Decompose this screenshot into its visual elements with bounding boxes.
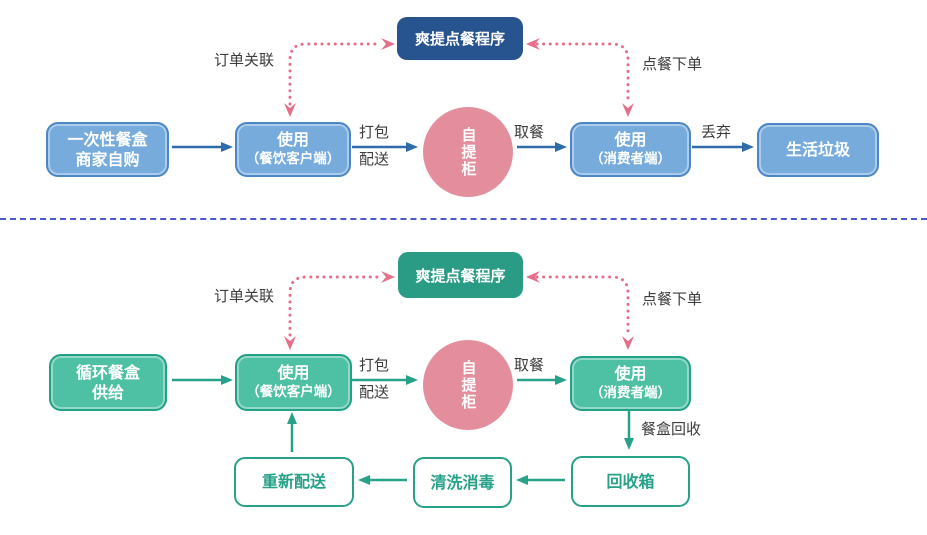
redeliver-box: 重新配送 xyxy=(234,457,354,507)
program-box-bottom: 爽提点餐程序 xyxy=(398,252,523,298)
pickup-cabinet-circle-bottom: 自提柜 xyxy=(423,340,513,430)
cabinet-label-top: 自提柜 xyxy=(459,126,478,178)
recycle-bin-label: 回收箱 xyxy=(606,471,655,491)
order-place-label-bottom: 点餐下单 xyxy=(642,290,703,308)
use-merchant-top-line2: （餐饮客户端） xyxy=(245,151,341,168)
redeliver-box-label: 重新配送 xyxy=(261,472,326,491)
supply-box-top: 一次性餐盒 商家自购 xyxy=(46,122,169,177)
use-consumer-top-line2: （消费者端） xyxy=(590,151,671,168)
use-consumer-bottom-line2: （消费者端） xyxy=(590,385,671,402)
order-link-label-bottom: 订单关联 xyxy=(214,287,275,305)
arrow-cabinet-to-consumer-bottom xyxy=(517,375,567,385)
use-consumer-box-bottom: 使用 （消费者端） xyxy=(570,356,691,411)
use-merchant-bottom-line1: 使用 xyxy=(277,363,310,383)
program-label-top: 爽提点餐程序 xyxy=(414,30,505,48)
use-consumer-box-top: 使用 （消费者端） xyxy=(570,122,691,177)
pack-label-top: 打包 xyxy=(358,123,389,141)
supply-box-bottom: 循环餐盒 供给 xyxy=(49,354,167,411)
deliver-label-top: 配送 xyxy=(358,150,389,168)
arrow-bin-to-clean xyxy=(516,475,565,485)
arrow-cabinet-to-consumer-top xyxy=(517,142,567,152)
supply-box-top-line1: 一次性餐盒 xyxy=(67,129,148,149)
recycle-label: 餐盒回收 xyxy=(641,420,702,438)
clean-box-label: 清洗消毒 xyxy=(430,472,495,492)
dashed-order-link-bottom xyxy=(284,271,395,350)
arrow-supply-to-merchant-bottom xyxy=(172,375,233,385)
section-divider xyxy=(0,218,927,220)
discard-label: 丢弃 xyxy=(700,123,731,141)
supply-box-bottom-line1: 循环餐盒 xyxy=(75,362,140,382)
pickup-cabinet-circle-top: 自提柜 xyxy=(423,107,513,197)
waste-box: 生活垃圾 xyxy=(757,123,879,177)
arrow-consumer-to-waste xyxy=(692,142,754,152)
recycle-bin-box: 回收箱 xyxy=(571,456,690,507)
supply-box-bottom-line2: 供给 xyxy=(91,382,124,402)
supply-box-top-line2: 商家自购 xyxy=(75,149,140,169)
use-consumer-bottom-line1: 使用 xyxy=(614,364,647,384)
arrow-clean-to-redeliver xyxy=(358,475,407,485)
use-merchant-top-line1: 使用 xyxy=(276,130,309,150)
dashed-order-place-top xyxy=(526,38,634,117)
use-merchant-box-bottom: 使用 （餐饮客户端） xyxy=(235,354,352,411)
order-link-label-top: 订单关联 xyxy=(214,51,275,69)
order-place-label-top: 点餐下单 xyxy=(642,55,703,73)
arrow-supply-to-merchant-top xyxy=(172,142,233,152)
use-consumer-top-line1: 使用 xyxy=(614,130,647,150)
dashed-order-link-top xyxy=(284,38,395,117)
use-merchant-box-top: 使用 （餐饮客户端） xyxy=(235,122,351,177)
program-label-bottom: 爽提点餐程序 xyxy=(415,266,506,285)
program-box-top: 爽提点餐程序 xyxy=(397,17,523,60)
clean-box: 清洗消毒 xyxy=(413,457,512,508)
waste-box-label: 生活垃圾 xyxy=(785,140,850,159)
dashed-order-place-bottom xyxy=(526,271,634,350)
arrow-consumer-to-bin xyxy=(624,411,634,450)
cabinet-label-bottom: 自提柜 xyxy=(459,359,478,411)
pickup-label-bottom: 取餐 xyxy=(513,356,544,374)
pack-label-bottom: 打包 xyxy=(358,356,389,374)
pickup-label-top: 取餐 xyxy=(513,123,544,141)
deliver-label-bottom: 配送 xyxy=(358,383,389,401)
arrow-redeliver-to-merchant xyxy=(287,412,297,452)
use-merchant-bottom-line2: （餐饮客户端） xyxy=(246,384,341,401)
